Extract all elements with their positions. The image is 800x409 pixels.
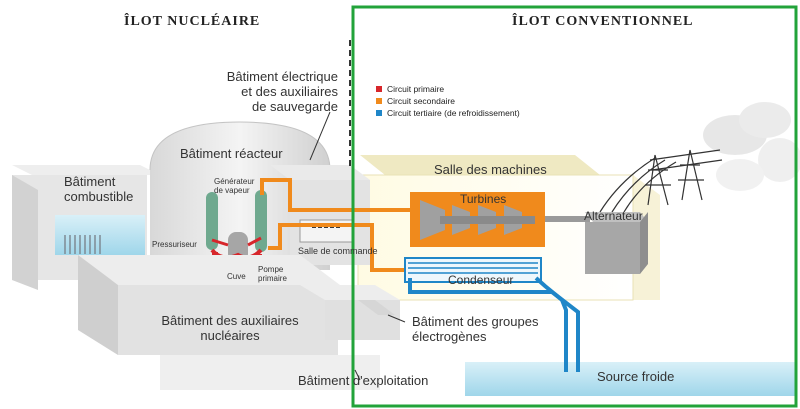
legend-item-tertiary: Circuit tertiaire (de refroidissement): [376, 108, 520, 118]
nuclear-island-heading: ÎLOT NUCLÉAIRE: [124, 14, 261, 29]
legend-label: Circuit secondaire: [387, 96, 456, 106]
label-line: Bâtiment des groupes: [412, 314, 539, 329]
fuel-building: [12, 165, 160, 290]
label-line: primaire: [258, 274, 287, 284]
electrical-building-label: Bâtiment électrique et des auxiliaires d…: [210, 69, 338, 115]
operations-building: [160, 355, 380, 390]
label-line: de vapeur: [214, 186, 250, 196]
conventional-island-frame: [351, 5, 798, 408]
conventional-island-heading: ÎLOT CONVENTIONNEL: [512, 14, 694, 29]
alternator-unit: [585, 212, 648, 274]
legend-swatch-primary: [376, 86, 382, 92]
generator-sets-building: [300, 285, 400, 340]
turbine-set: [410, 192, 590, 247]
legend-item-primary: Circuit primaire: [376, 84, 444, 94]
fuel-building-label: Bâtiment combustible: [64, 174, 134, 205]
nuclear-auxiliaries-building: [78, 255, 340, 355]
reactor-building-label: Bâtiment réacteur: [180, 146, 283, 161]
alternator-label: Alternateur: [584, 209, 643, 223]
turbines-label: Turbines: [460, 192, 507, 206]
transmission-lines: [599, 149, 723, 213]
steam-cloud: [703, 102, 800, 191]
condenser-label: Condenseur: [448, 273, 514, 287]
label-line: Pompe: [258, 265, 284, 274]
cold-source: [465, 362, 795, 396]
reactor-building: [149, 121, 331, 270]
label-line: Générateur: [214, 177, 255, 186]
label-line: de sauvegarde: [251, 98, 338, 114]
control-room-label: Salle de commande: [298, 246, 378, 256]
label-line: combustible: [64, 188, 134, 204]
pressurizer-label: Pressuriseur: [152, 240, 197, 249]
label-line: et des auxiliaires: [241, 83, 338, 99]
primary-pump-label: Pompe primaire: [258, 265, 287, 283]
label-line: électrogènes: [412, 328, 487, 344]
legend-item-secondary: Circuit secondaire: [376, 96, 455, 106]
vessel-label: Cuve: [227, 272, 246, 281]
generator-sets-label: Bâtiment des groupes électrogènes: [412, 314, 539, 345]
leader-lines: [309, 111, 406, 381]
steam-generator-label: Générateur de vapeur: [214, 177, 254, 195]
label-line: Bâtiment électrique: [226, 69, 338, 84]
tertiary-circuit: [408, 276, 580, 372]
legend-label: Circuit tertiaire (de refroidissement): [387, 108, 520, 118]
secondary-circuit: [260, 178, 410, 272]
legend-swatch-secondary: [376, 98, 382, 104]
label-line: nucléaires: [200, 327, 260, 343]
nuclear-auxiliaries-label: Bâtiment des auxiliaires nucléaires: [150, 313, 310, 344]
legend-swatch-tertiary: [376, 110, 382, 116]
legend: Circuit primaire Circuit secondaire Circ…: [376, 84, 554, 122]
machine-hall-label: Salle des machines: [434, 162, 547, 177]
label-line: Bâtiment des auxiliaires: [161, 313, 299, 328]
electrical-building: [270, 165, 370, 265]
condenser-unit: [404, 257, 542, 283]
legend-label: Circuit primaire: [387, 84, 445, 94]
label-line: Bâtiment: [64, 174, 116, 189]
operations-building-label: Bâtiment d'exploitation: [298, 373, 429, 388]
cold-source-label: Source froide: [597, 369, 675, 384]
